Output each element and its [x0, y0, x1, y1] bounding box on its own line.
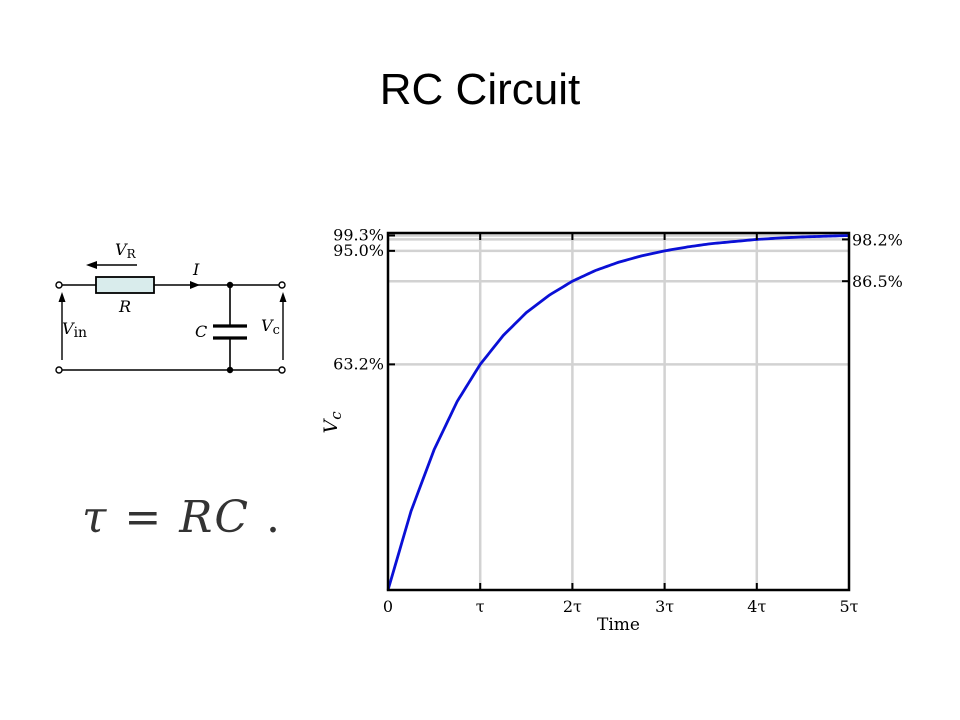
charging-curve-chart: 0 τ 2τ 3τ 4τ 5τ 99.3%95.0% 63.2% 98.2% 86.5% Time V…	[320, 225, 903, 635]
junction-top	[226, 281, 234, 289]
vin-label: Vin	[62, 319, 87, 341]
formula-rc: RC	[179, 492, 251, 543]
capacitor-label: C	[195, 322, 207, 341]
vc-label: Vc	[261, 316, 280, 338]
resistor-label: R	[118, 297, 131, 316]
y-tick-label-left: 99.3%	[333, 225, 384, 244]
terminal-top-left	[55, 281, 63, 289]
slide-title: RC Circuit	[379, 65, 581, 114]
y-tick-label-left: 95.0%	[333, 241, 384, 260]
vin-arrow-head	[58, 292, 66, 302]
x-tick-label: 2τ	[563, 597, 582, 616]
current-arrow-head	[190, 281, 200, 289]
junction-bottom	[226, 366, 234, 374]
y-axis-label: Vc	[320, 411, 345, 434]
y-tick-label-left: 63.2%	[333, 354, 384, 373]
x-tick-label: τ	[476, 597, 485, 616]
formula-tau: τ	[82, 492, 109, 543]
vr-arrow-head	[86, 261, 97, 269]
vc-arrow-head	[279, 292, 287, 302]
x-axis-label: Time	[597, 615, 640, 635]
time-constant-formula: τ = RC .	[82, 492, 282, 543]
terminal-top-right	[278, 281, 286, 289]
x-tick-label: 3τ	[655, 597, 674, 616]
y-tick-label-right: 86.5%	[852, 272, 903, 291]
terminal-bottom-left	[55, 366, 63, 374]
rc-circuit-diagram: VR I R Vin C Vc	[55, 240, 287, 374]
terminal-bottom-right	[278, 366, 286, 374]
vr-label: VR	[115, 240, 137, 261]
plot-frame	[386, 231, 851, 592]
x-tick-label: 4τ	[747, 597, 766, 616]
y-tick-label-right: 98.2%	[852, 230, 903, 249]
formula-equals: =	[124, 492, 164, 543]
current-label: I	[192, 260, 200, 279]
formula-dot: .	[266, 492, 283, 543]
x-tick-label: 5τ	[839, 597, 858, 616]
x-tick-label: 0	[383, 597, 393, 616]
charging-curve-line	[386, 234, 850, 591]
resistor-body	[95, 276, 155, 294]
